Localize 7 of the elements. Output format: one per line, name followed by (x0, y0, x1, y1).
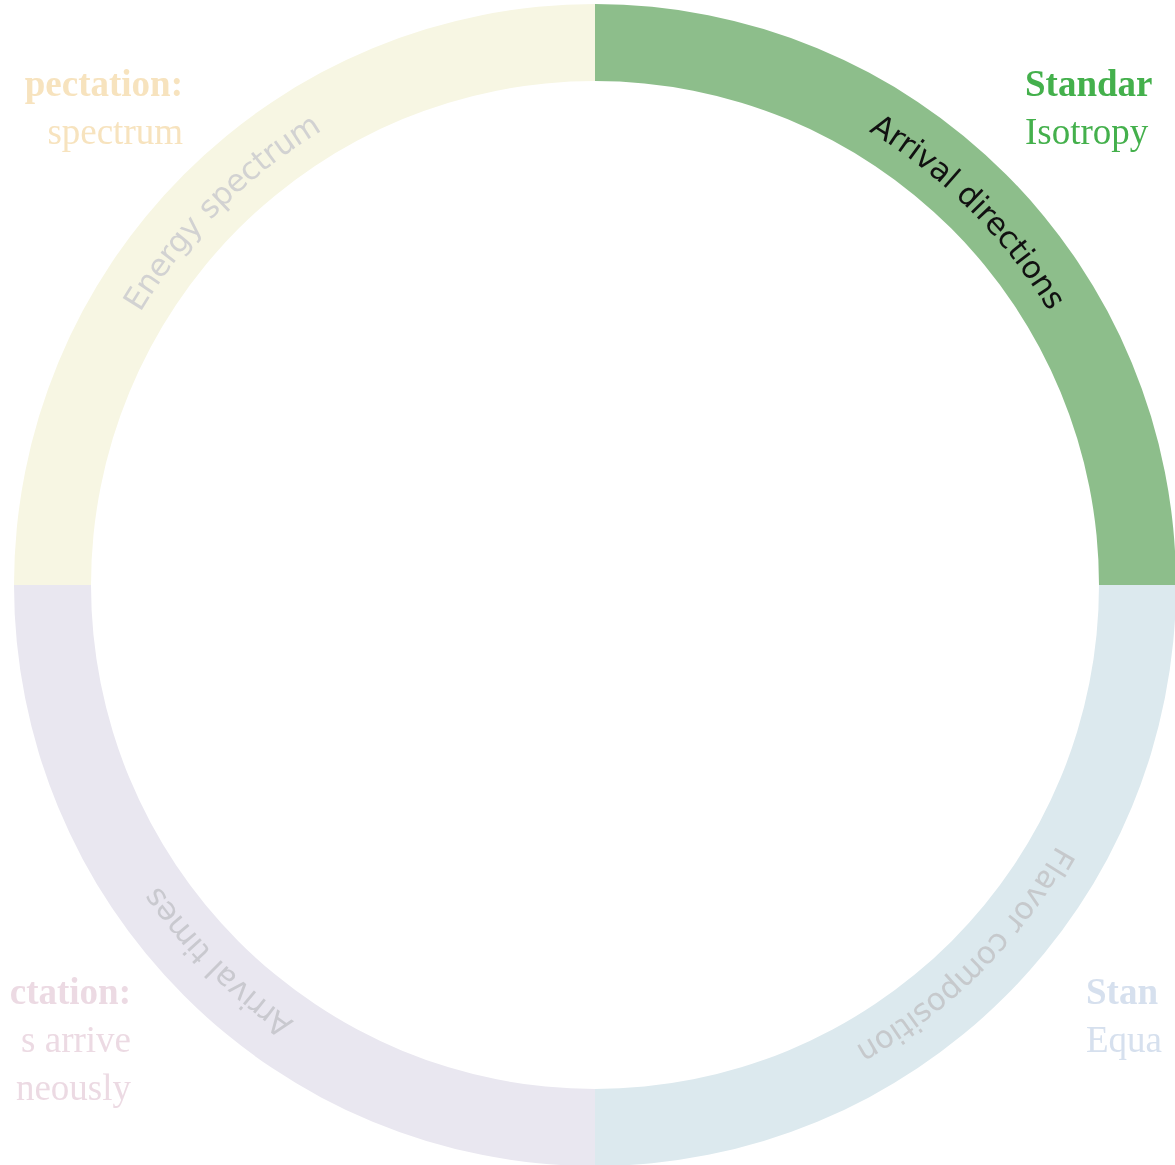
ring-segment (595, 4, 1175, 585)
annotation-text: pectation: (24, 62, 183, 106)
ring-segment (595, 585, 1175, 1165)
annotation-text: Standar (1025, 62, 1153, 106)
annotation-text: Isotropy (1025, 110, 1149, 154)
annotation-text: spectrum (47, 110, 183, 154)
ring-segment (14, 4, 595, 585)
